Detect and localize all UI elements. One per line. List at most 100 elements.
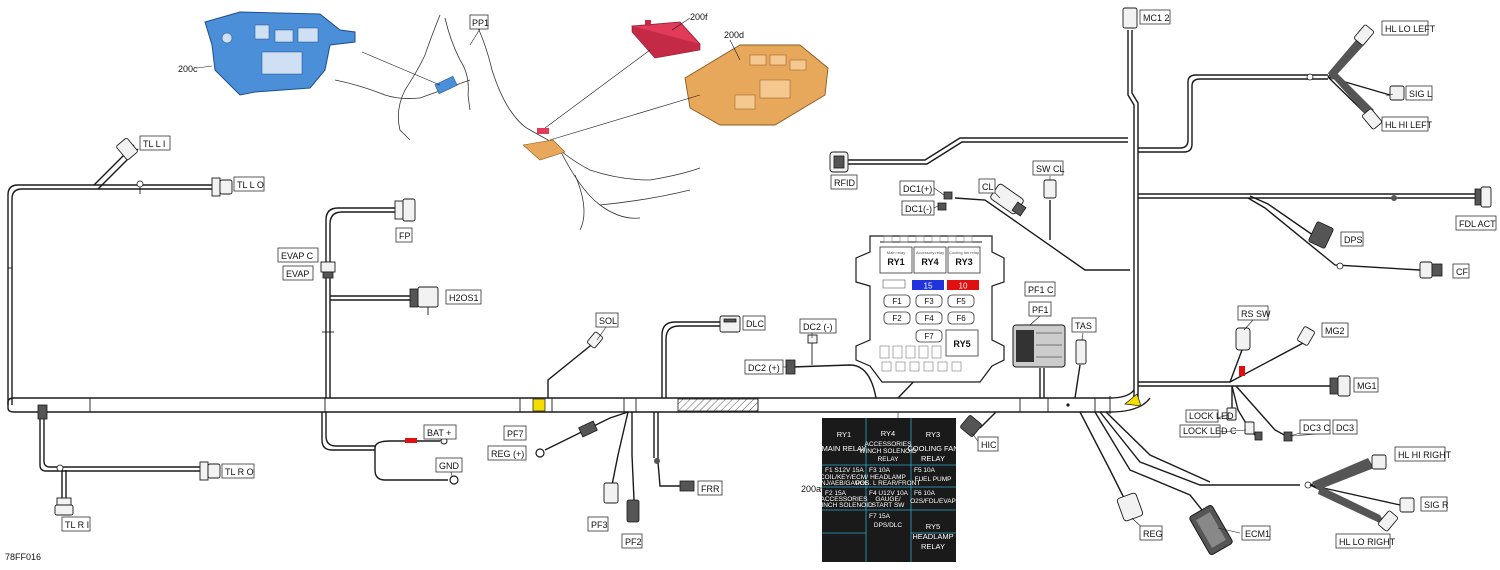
dc1-minus-terminal (937, 202, 947, 211)
junction-marker-right (1124, 393, 1142, 407)
legend-f6-line1: O2S/FDL/EVAP (910, 498, 956, 505)
relay-fuse-legend: RY1 MAIN RELAY RY4 ACCESSORIES WINCH SOL… (815, 418, 959, 562)
label-cl: CL (982, 182, 994, 192)
label-dps: DPS (1344, 235, 1363, 245)
lock-led-connector (1226, 407, 1237, 421)
rs-sw-connector (1235, 327, 1251, 376)
legend-ry5-id: RY5 (926, 522, 940, 531)
protective-sleeve (677, 398, 759, 412)
fusebox-f6: F6 (956, 314, 966, 323)
label-bat-plus: BAT + (427, 428, 451, 438)
fuse-15-label: 15 (924, 282, 933, 291)
label-tl-l-o: TL L O (237, 180, 264, 190)
tl-l-o-connector (211, 177, 233, 197)
legend-f1-line1: COIL/KEY/ECM/ (820, 474, 868, 481)
mc12-connector (1122, 7, 1138, 29)
fusebox-f7: F7 (924, 332, 934, 341)
dc2-plus-terminal (785, 359, 796, 375)
ref-200d: 200d (724, 30, 744, 40)
legend-f5-head: F5 10A (914, 467, 936, 474)
legend-ry4-line3: RELAY (878, 456, 899, 463)
legend-f6-head: F6 10A (914, 490, 936, 497)
rfid-connector (829, 151, 849, 173)
tl-clip (37, 404, 48, 420)
legend-ry4-line2: WINCH SOLENOID (859, 448, 917, 455)
pf1-relay-block (1012, 324, 1066, 368)
label-fp: FP (399, 231, 411, 241)
label-tas: TAS (1075, 321, 1092, 331)
label-dc2-minus: DC2 (-) (803, 322, 833, 332)
label-dc3-c: DC3 C (1303, 423, 1331, 433)
dlc-connector (719, 315, 741, 333)
label-tl-r-o: TL R O (225, 467, 254, 477)
cf-connector (1419, 261, 1443, 279)
fusebox-f3: F3 (924, 297, 934, 306)
ry1-small-label: Main relay (887, 250, 905, 255)
legend-ry5-line2: RELAY (921, 542, 945, 551)
label-gnd: GND (439, 461, 460, 471)
label-frr: FRR (701, 484, 720, 494)
sol-connector (587, 331, 603, 349)
legend-f7-head: F7 15A (869, 513, 891, 520)
hl-lo-right-sleeve (1318, 486, 1386, 526)
fusebox-ry5: RY5 (953, 339, 970, 349)
legend-f3-line2: POS. L REAR/FRONT (856, 480, 921, 487)
label-lock-led-c: LOCK LED C (1183, 426, 1237, 436)
pf7-fuse-holder (578, 420, 598, 438)
label-mc12: MC1 2 (1143, 13, 1170, 23)
tl-l-i-connector (116, 137, 144, 194)
label-sig-l: SIG L (1409, 89, 1432, 99)
sw-cl-connector (1043, 179, 1057, 199)
label-sig-r: SIG R (1424, 500, 1449, 510)
fuse-15 (912, 280, 944, 290)
legend-f7-line1: DPS/DLC (874, 522, 902, 529)
legend-f2-line1: ACCESSORIES (821, 496, 869, 503)
legend-ry3-line1: COOLING FAN (907, 444, 958, 453)
label-h2os1: H2OS1 (449, 293, 479, 303)
dc3-terminal (1283, 431, 1293, 442)
legend-f4-line1: GAUGE/ (875, 496, 900, 503)
fuse-10-label: 10 (959, 282, 968, 291)
hl-hi-right-sleeve (1312, 458, 1374, 490)
hl-hi-left-sleeve (1330, 72, 1374, 115)
hl-hi-right-connector (1371, 454, 1387, 470)
tl-r-i-connector (54, 497, 74, 516)
legend-f2-head: F2 15A (825, 490, 847, 497)
legend-ry1-id: RY1 (837, 430, 851, 439)
fp-connector (394, 198, 416, 222)
fusebox-ry1: RY1 (887, 257, 904, 267)
dc1-plus-terminal (943, 191, 953, 200)
h2os1-connector (409, 286, 439, 315)
ref-200a: 200a (801, 484, 821, 494)
sig-l-connector (1389, 85, 1405, 101)
legend-f4-line2: START SW (872, 502, 906, 509)
legend-ry5-line1: HEADLAMP (912, 532, 953, 541)
label-pf1: PF1 (1032, 305, 1049, 315)
label-hic: HIC (981, 440, 997, 450)
label-mg2: MG2 (1325, 326, 1345, 336)
hic-connector (960, 415, 982, 437)
label-evap-c: EVAP C (281, 251, 314, 261)
label-pf2: PF2 (625, 537, 642, 547)
legend-ry1-name: MAIN RELAY (822, 444, 867, 453)
label-hl-hi-right: HL HI RIGHT (1398, 450, 1452, 460)
label-pf1-c: PF1 C (1028, 285, 1054, 295)
hl-hi-left-connector (1361, 108, 1383, 130)
junction-marker (532, 398, 546, 412)
label-dlc: DLC (746, 319, 765, 329)
fusebox-ry4: RY4 (921, 257, 938, 267)
fusebox-f1: F1 (892, 297, 902, 306)
label-lock-led: LOCK LED (1189, 411, 1234, 421)
lock-led-c-connector (1244, 421, 1255, 435)
legend-ry3-id: RY3 (926, 430, 940, 439)
cl-connector (990, 183, 1027, 217)
reg-connector (1116, 492, 1144, 522)
legend-ry4-id: RY4 (881, 429, 895, 438)
label-tl-r-i: TL R I (65, 520, 89, 530)
fusebox-f2: F2 (892, 314, 902, 323)
pf3-connector (603, 482, 619, 504)
label-sol: SOL (599, 316, 617, 326)
fuse-box: Main relay Accessory relay Cooling fan r… (855, 235, 1005, 383)
